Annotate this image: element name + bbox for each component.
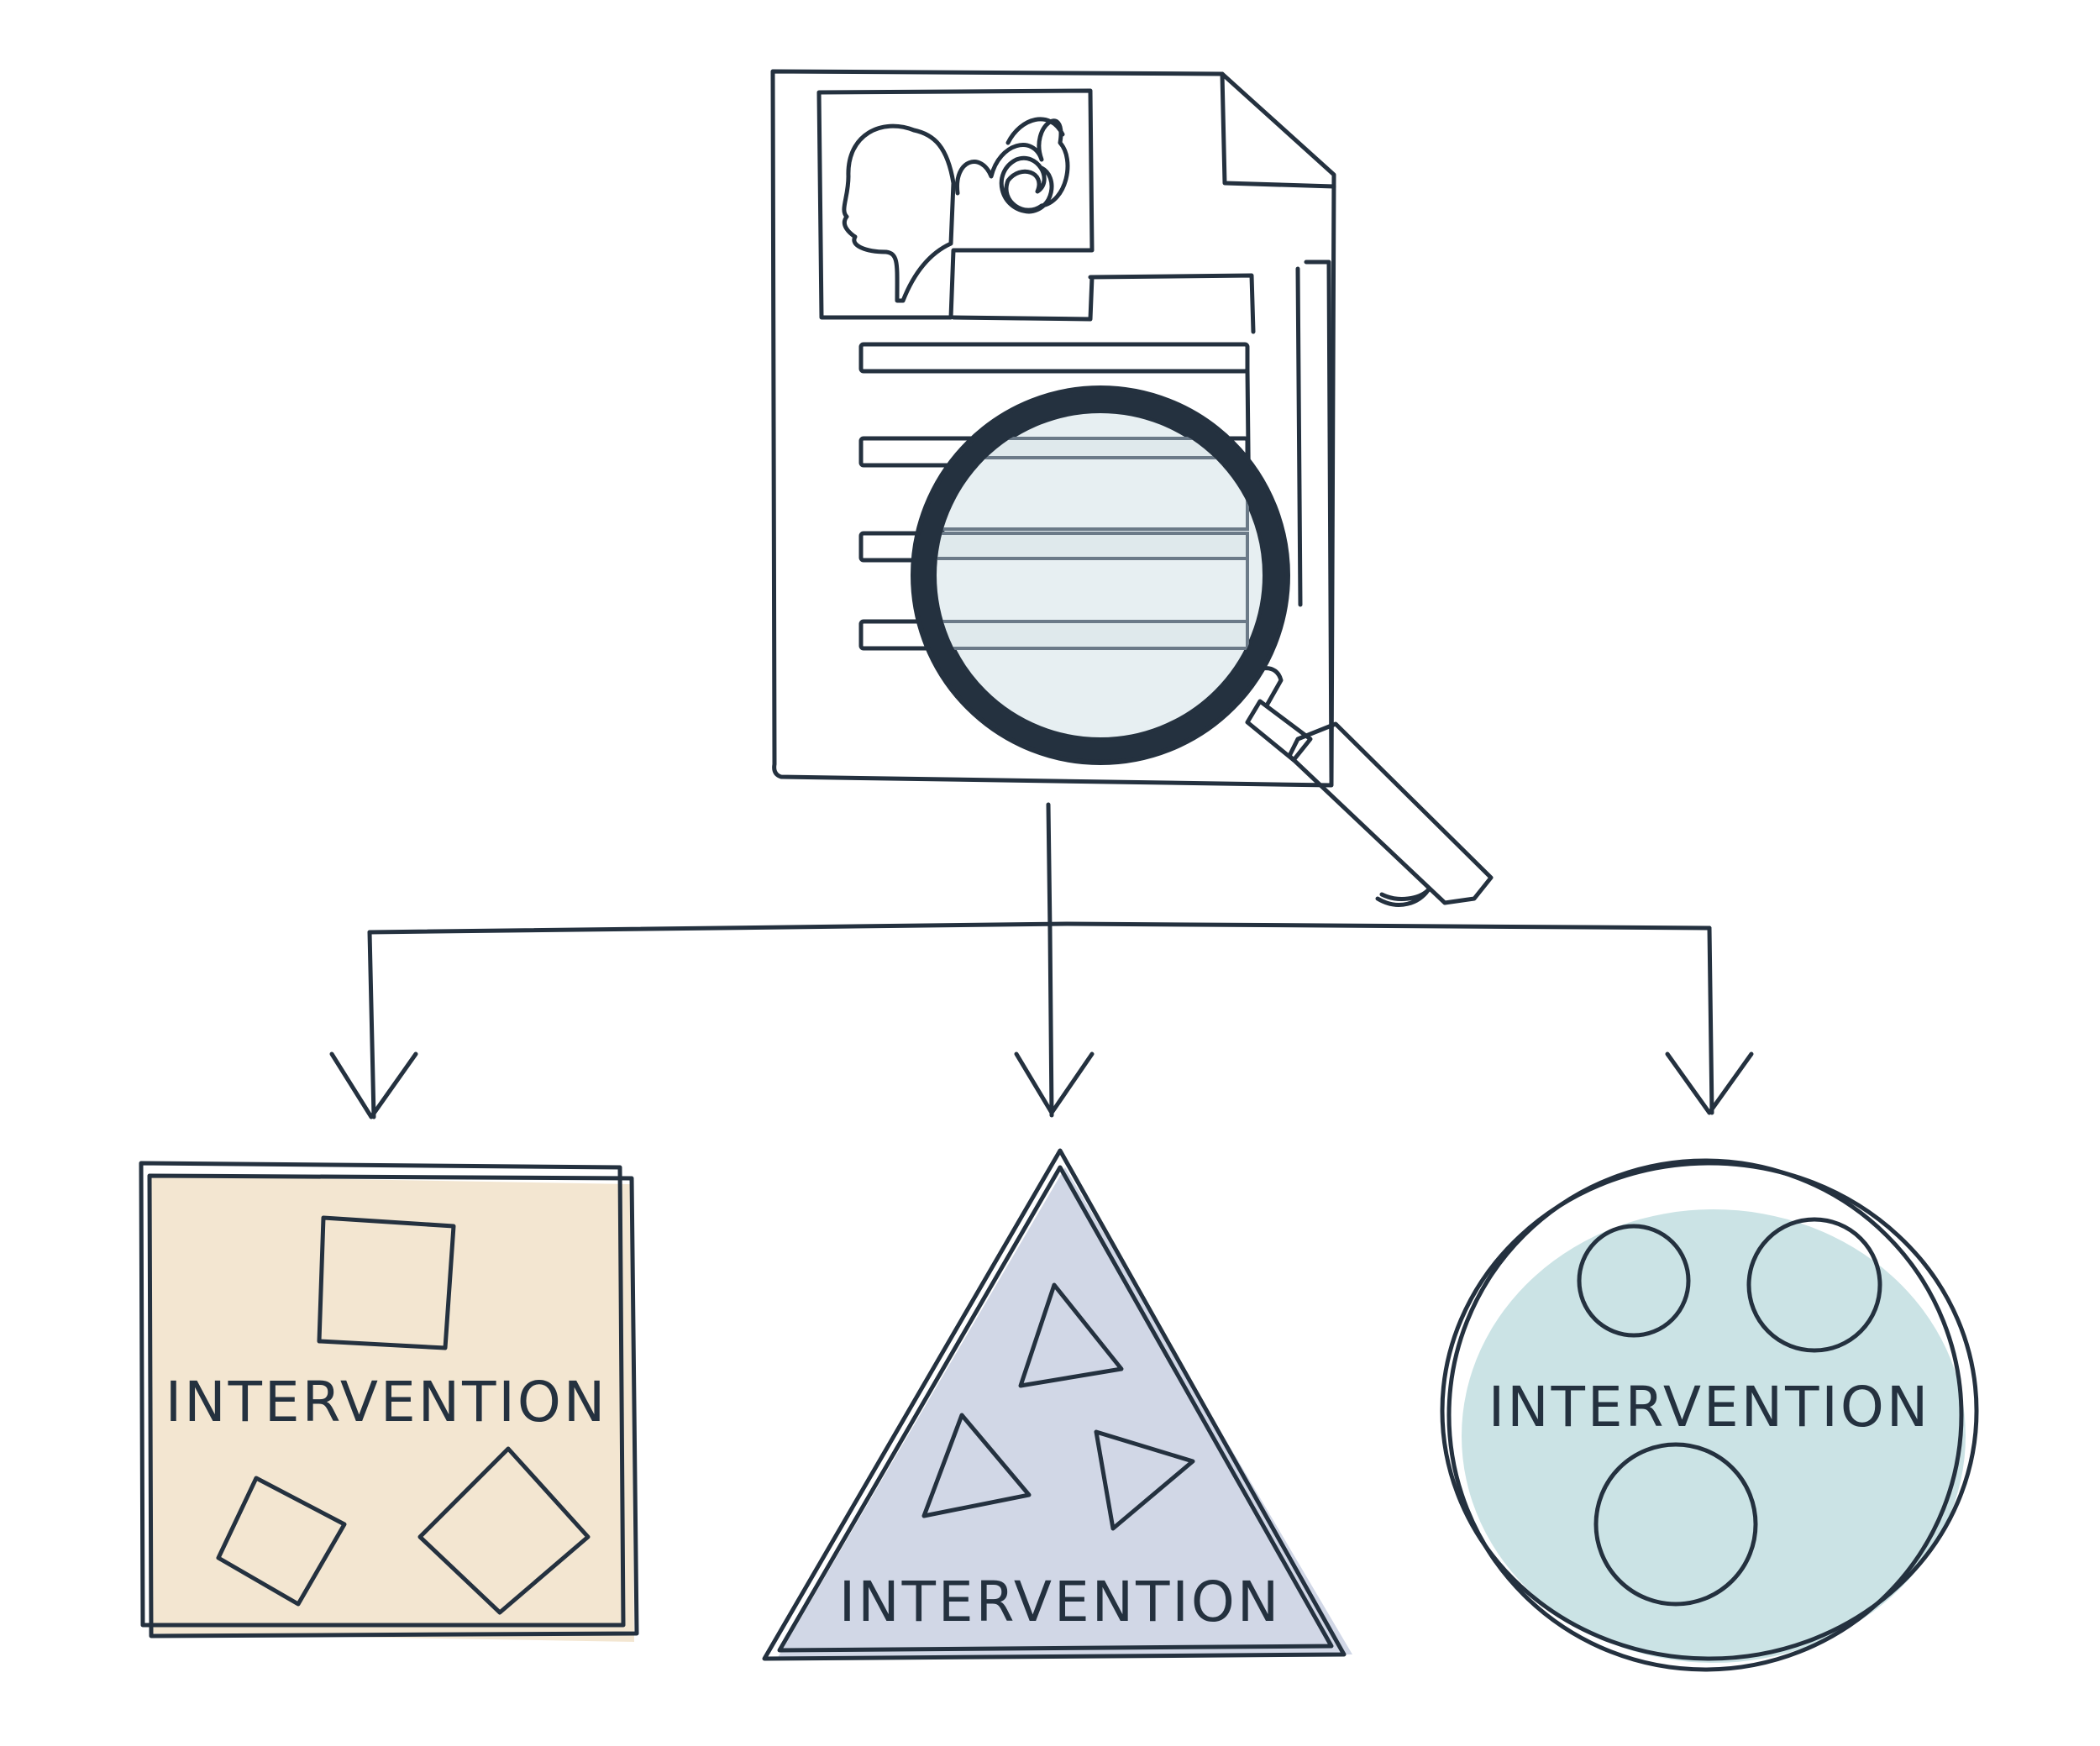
node-label: INTERVENTION xyxy=(1488,1375,1930,1439)
node-label: INTERVENTION xyxy=(839,1570,1281,1634)
circle-node: INTERVENTION xyxy=(1440,1158,1979,1672)
portrait-icon xyxy=(816,88,1095,320)
scribble-icon xyxy=(955,117,1070,214)
square-icon xyxy=(139,1161,639,1639)
arrow-down-icon xyxy=(329,1051,418,1119)
magnifying-glass-icon xyxy=(911,385,1494,907)
arrow-down-icon xyxy=(1665,1051,1754,1115)
triangle-node: INTERVENTION xyxy=(762,1148,1352,1661)
node-label: INTERVENTION xyxy=(165,1370,607,1434)
arrow-down-icon xyxy=(1014,1051,1095,1115)
circle-icon xyxy=(1440,1158,1979,1672)
square-node: INTERVENTION xyxy=(139,1161,639,1642)
connector-lines xyxy=(367,802,1714,1119)
triangle-icon xyxy=(762,1148,1347,1661)
